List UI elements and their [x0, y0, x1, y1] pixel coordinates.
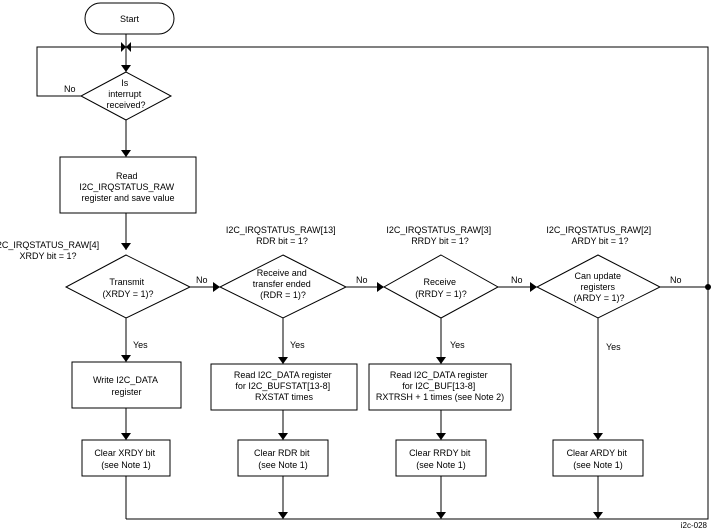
receive-no-label: No [511, 275, 523, 285]
rrdy-caption-line-1: I2C_IRQSTATUS_RAW[3] [386, 225, 491, 235]
interrupt-line-2: interrupt [108, 89, 142, 99]
clear-ardy-text: Clear ARDY bit (see Note 1) [567, 448, 630, 470]
read-status-line-1: Read [116, 171, 138, 181]
interrupt-line-1: Is [121, 78, 129, 88]
read-data-bufstat-process: Read I2C_DATA register for I2C_BUFSTAT[1… [210, 363, 358, 411]
ardy-caption: I2C_IRQSTATUS_RAW[2] ARDY bit = 1? [546, 225, 653, 246]
write-data-line-1: Write I2C_DATA [93, 375, 158, 385]
receive-decision: Receive (RRDY = 1)? No Yes [382, 254, 523, 350]
xrdy-caption-line-1: I2C_IRQSTATUS_RAW[4] [0, 240, 99, 250]
update-line-2: registers [580, 282, 615, 292]
read-status-process: Read I2C_IRQSTATUS_RAW register and save… [59, 156, 197, 214]
ardy-caption-line-1: I2C_IRQSTATUS_RAW[2] [546, 225, 651, 235]
receive-end-no-label: No [356, 275, 368, 285]
write-data-process: Write I2C_DATA register [71, 361, 182, 409]
clear-rrdy-line-2: (see Note 1) [416, 460, 466, 470]
update-line-1: Can update [574, 271, 621, 281]
clear-xrdy-process: Clear XRDY bit (see Note 1) [81, 439, 171, 477]
read-data-bufstat-text: Read I2C_DATA register for I2C_BUFSTAT[1… [234, 370, 334, 402]
clear-xrdy-text: Clear XRDY bit (see Note 1) [94, 448, 157, 470]
read-data-buf-line-3: RXTRSH + 1 times (see Note 2) [376, 392, 504, 402]
read-data-buf-process: Read I2C_DATA register for I2C_BUF[13-8]… [368, 363, 512, 411]
read-data-buf-text: Read I2C_DATA register for I2C_BUF[13-8]… [376, 370, 504, 402]
read-status-text: Read I2C_IRQSTATUS_RAW register and save… [79, 171, 176, 203]
clear-rdr-line-2: (see Note 1) [258, 460, 308, 470]
update-line-3: (ARDY = 1)? [573, 293, 624, 303]
update-yes-label: Yes [606, 342, 621, 352]
rdr-caption: I2C_IRQSTATUS_RAW[13] RDR bit = 1? [226, 225, 338, 246]
rdr-caption-line-1: I2C_IRQSTATUS_RAW[13] [226, 225, 336, 235]
update-decision-text: Can update registers (ARDY = 1)? [573, 271, 624, 303]
transmit-decision: Transmit (XRDY = 1)? No Yes [64, 254, 208, 350]
rrdy-caption: I2C_IRQSTATUS_RAW[3] RRDY bit = 1? [386, 225, 493, 246]
read-data-buf-line-2: for I2C_BUF[13-8] [402, 381, 475, 391]
clear-rrdy-text: Clear RRDY bit (see Note 1) [409, 448, 473, 470]
receive-end-decision-text: Receive and transfer ended (RDR = 1)? [253, 268, 314, 300]
update-decision: Can update registers (ARDY = 1)? No Yes [535, 254, 682, 352]
transmit-decision-text: Transmit (XRDY = 1)? [102, 277, 153, 299]
interrupt-no-label: No [64, 84, 76, 94]
write-data-line-2: register [111, 387, 141, 397]
clear-rdr-line-1: Clear RDR bit [254, 448, 310, 458]
receive-line-2: (RRDY = 1)? [415, 289, 467, 299]
clear-ardy-process: Clear ARDY bit (see Note 1) [552, 439, 644, 477]
transmit-no-label: No [196, 275, 208, 285]
transmit-line-1: Transmit [109, 277, 144, 287]
rdr-caption-line-2: RDR bit = 1? [256, 236, 308, 246]
read-data-bufstat-line-3: RXSTAT times [255, 392, 314, 402]
start-label: Start [120, 14, 140, 24]
update-no-label: No [670, 275, 682, 285]
receive-end-decision: Receive and transfer ended (RDR = 1)? No… [218, 254, 368, 350]
clear-rdr-text: Clear RDR bit (see Note 1) [254, 448, 312, 470]
receive-yes-label: Yes [450, 340, 465, 350]
transmit-line-2: (XRDY = 1)? [102, 289, 153, 299]
interrupt-decision-text: Is interrupt received? [106, 78, 145, 110]
rrdy-caption-line-2: RRDY bit = 1? [411, 236, 469, 246]
receive-end-line-1: Receive and [257, 268, 307, 278]
read-data-bufstat-line-1: Read I2C_DATA register [234, 370, 332, 380]
receive-end-line-2: transfer ended [253, 279, 311, 289]
read-status-line-2: I2C_IRQSTATUS_RAW [79, 182, 174, 192]
read-data-buf-line-1: Read I2C_DATA register [390, 370, 488, 380]
clear-xrdy-line-2: (see Note 1) [101, 460, 151, 470]
receive-decision-text: Receive (RRDY = 1)? [415, 277, 467, 299]
receive-line-1: Receive [423, 277, 456, 287]
clear-rrdy-process: Clear RRDY bit (see Note 1) [395, 439, 487, 477]
transmit-yes-label: Yes [133, 340, 148, 350]
receive-end-line-3: (RDR = 1)? [260, 290, 306, 300]
clear-ardy-line-1: Clear ARDY bit [567, 448, 628, 458]
write-data-text: Write I2C_DATA register [93, 375, 160, 397]
clear-ardy-line-2: (see Note 1) [573, 460, 623, 470]
arrowheads [121, 42, 711, 519]
clear-xrdy-line-1: Clear XRDY bit [94, 448, 155, 458]
read-data-bufstat-line-2: for I2C_BUFSTAT[13-8] [235, 381, 330, 391]
xrdy-caption: I2C_IRQSTATUS_RAW[4] XRDY bit = 1? [0, 240, 102, 261]
clear-rdr-process: Clear RDR bit (see Note 1) [237, 439, 329, 477]
receive-end-yes-label: Yes [290, 340, 305, 350]
interrupt-line-3: received? [106, 100, 145, 110]
xrdy-caption-line-2: XRDY bit = 1? [19, 251, 76, 261]
start-terminator: Start [84, 2, 175, 35]
figure-id: i2c-028 [681, 521, 708, 530]
interrupt-decision: Is interrupt received? No [64, 71, 173, 121]
clear-rrdy-line-1: Clear RRDY bit [409, 448, 471, 458]
read-status-line-3: register and save value [81, 193, 174, 203]
ardy-caption-line-2: ARDY bit = 1? [571, 236, 628, 246]
